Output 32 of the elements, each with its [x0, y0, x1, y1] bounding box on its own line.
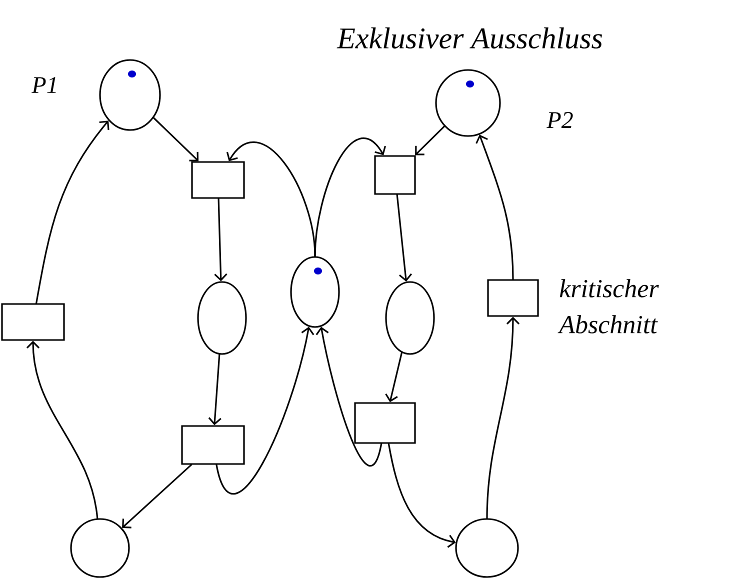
arrow [476, 134, 514, 280]
transition-box [354, 402, 416, 444]
place-label: P2 [546, 112, 573, 128]
place-circle [435, 69, 501, 137]
arrow [314, 138, 386, 257]
place-circle [99, 59, 161, 131]
place-circle [70, 518, 130, 578]
arrow [208, 354, 222, 426]
transition-box [374, 155, 416, 195]
place-circle [197, 281, 247, 355]
place-label: P1 [32, 77, 56, 93]
transition-box [191, 161, 245, 199]
arrow [214, 198, 228, 282]
arrow [26, 340, 98, 520]
transition-box [181, 425, 245, 465]
place-circle [455, 518, 519, 578]
title: Exklusiver Ausschluss [336, 27, 602, 49]
arrow [216, 326, 314, 494]
place-circle [290, 256, 340, 328]
arrow [415, 126, 446, 156]
section-label: kritischer Abschnitt [558, 279, 659, 334]
arrow [385, 352, 403, 402]
arrow [486, 316, 520, 519]
transition-box [1, 303, 65, 341]
transition-box [487, 279, 539, 317]
arrow [152, 117, 199, 162]
arrow [396, 194, 412, 282]
arrow [122, 464, 192, 528]
place-circle [385, 281, 435, 355]
arrow [316, 326, 382, 466]
arrow [36, 120, 110, 304]
arrow [388, 443, 456, 548]
